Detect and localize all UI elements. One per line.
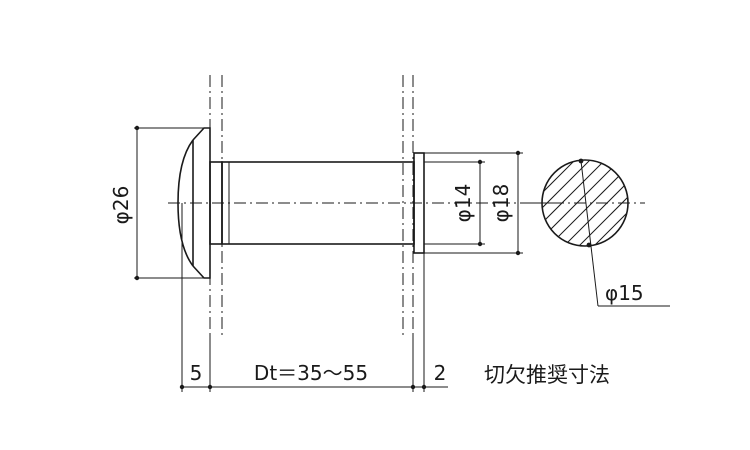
door-surface-lines bbox=[209, 75, 414, 335]
nut-thickness-label: 2 bbox=[434, 361, 447, 385]
sleeve-diameter-label: φ18 bbox=[489, 184, 513, 223]
door-thickness-label: Dt＝35～55 bbox=[254, 361, 368, 385]
hole-diameter-label: φ15 bbox=[605, 281, 644, 305]
door-viewer-body bbox=[177, 127, 425, 279]
caption: 切欠推奨寸法 bbox=[484, 363, 610, 387]
flange-diameter-label: φ26 bbox=[109, 186, 133, 225]
flange-diameter-dimension: φ26 bbox=[109, 125, 204, 281]
lens-diameter-label: φ14 bbox=[451, 184, 475, 223]
hole-outline bbox=[541, 159, 629, 247]
lens-dome bbox=[177, 139, 194, 267]
rear-nut bbox=[413, 152, 425, 254]
thickness-dimensions: 5 Dt＝35～55 2 bbox=[179, 203, 448, 392]
sleeve-diameter-dimension: φ18 bbox=[424, 150, 523, 256]
hole-section: φ15 bbox=[541, 158, 670, 307]
lens-diameter-dimension: φ14 bbox=[424, 159, 485, 247]
flange-thickness-label: 5 bbox=[190, 361, 203, 385]
